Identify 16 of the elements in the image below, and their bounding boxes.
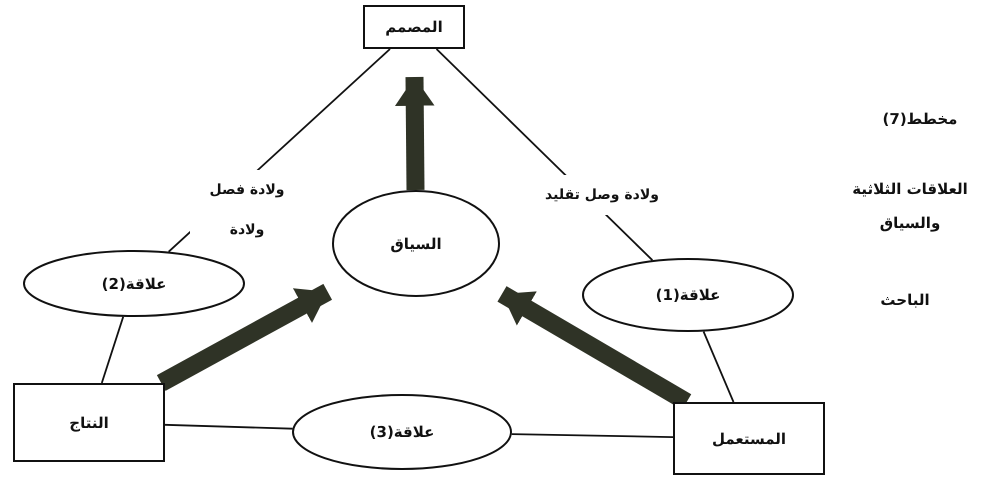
block-arrow: [156, 284, 332, 391]
connector-line: [702, 331, 734, 402]
block-arrow: [394, 76, 435, 190]
note-text: الباحث: [879, 290, 931, 311]
relation-ellipse: علاقة(2): [23, 250, 245, 317]
note-text: العلاقات الثلاثية والسياق: [851, 179, 969, 234]
relation-ellipse: علاقة(1): [582, 258, 794, 332]
connector-line: [100, 316, 124, 384]
process-box: المصمم: [363, 5, 465, 49]
figure-number: مخطط(7): [882, 109, 958, 130]
relation-ellipse: علاقة(3): [292, 394, 512, 470]
process-box: المستعمل: [673, 402, 825, 475]
relation-ellipse: السياق: [332, 190, 500, 297]
connector-line: [164, 424, 292, 430]
process-box: النتاج: [13, 383, 165, 462]
connector-line: [512, 433, 674, 438]
